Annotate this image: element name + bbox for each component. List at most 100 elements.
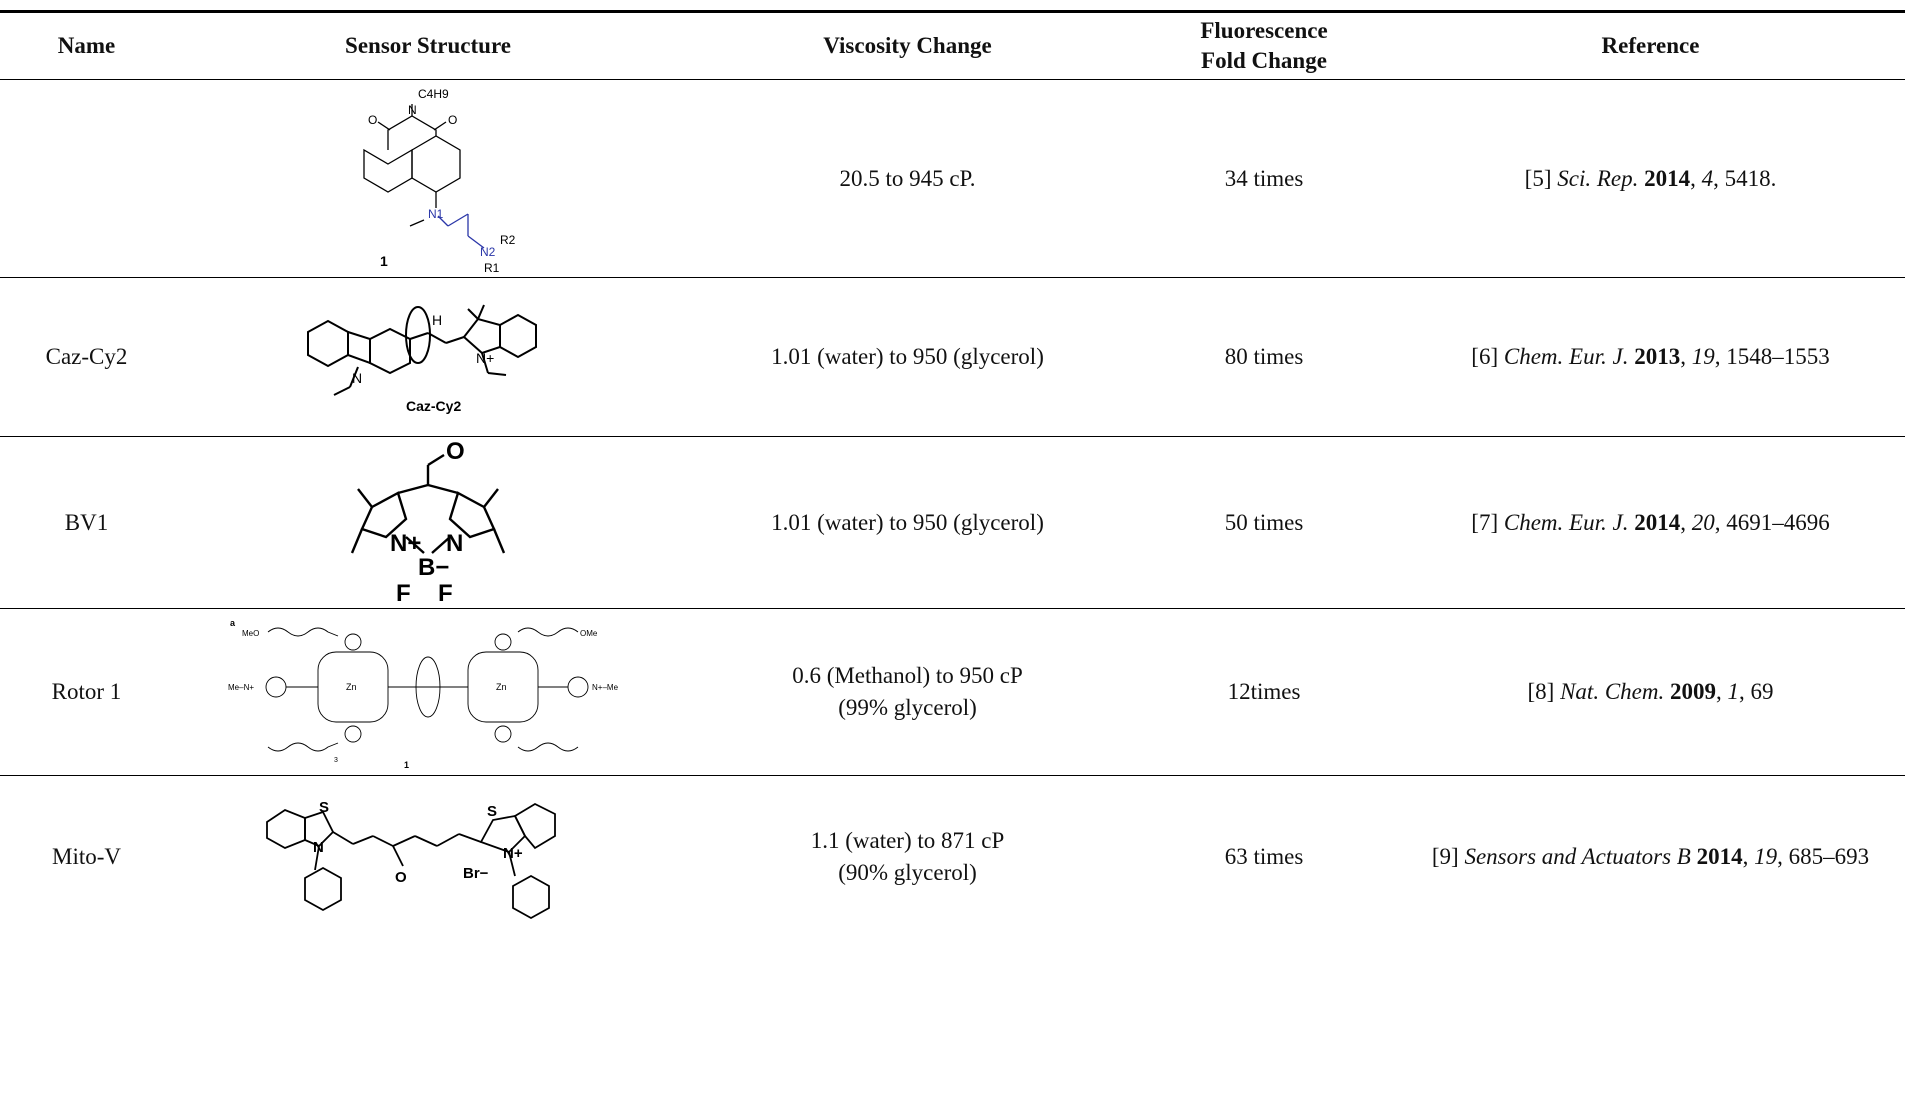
ref-number: [7] <box>1471 509 1499 535</box>
struct-label-f-right: F <box>438 580 453 605</box>
cell-fold-change: 80 times <box>1132 277 1396 437</box>
struct-label-compound-number: 1 <box>404 760 409 770</box>
ref-journal: Nat. Chem. <box>1560 679 1665 704</box>
cell-fold-change: 12times <box>1132 608 1396 776</box>
header-viscosity: Viscosity Change <box>683 10 1132 80</box>
header-fold-line2: Fold Change <box>1201 48 1327 73</box>
struct-label-r2: R2 <box>500 233 516 247</box>
viscosity-line2: (99% glycerol) <box>838 695 977 720</box>
bv1-structure-image: O N+ B− N F F <box>350 441 506 605</box>
cell-reference: [7] Chem. Eur. J. 2014, 20, 4691–4696 <box>1396 436 1905 609</box>
cell-name: Caz-Cy2 <box>0 277 173 437</box>
struct-label-zn-left: Zn <box>346 682 357 692</box>
ref-pages: 1548–1553 <box>1726 344 1830 369</box>
ref-number: [9] <box>1431 843 1459 869</box>
naphthalimide-structure-image: C4H9 N O O N1 N2 R2 R1 1 <box>363 87 516 274</box>
struct-label-o-right: O <box>448 113 457 127</box>
struct-label-zn-right: Zn <box>496 682 507 692</box>
struct-label-o: O <box>446 441 465 465</box>
ref-pages: 4691–4696 <box>1726 509 1830 535</box>
cell-viscosity: 1.01 (water) to 950 (glycerol) <box>683 277 1132 437</box>
ref-volume: 19 <box>1691 344 1715 369</box>
ref-volume: 1 <box>1727 679 1739 704</box>
cell-reference: [9] Sensors and Actuators B 2014, 19, 68… <box>1431 843 1870 869</box>
struct-label-h: H <box>432 312 442 328</box>
table-row: Mito-V <box>0 776 1905 938</box>
struct-label-n-plus-me: N+–Me <box>592 683 619 692</box>
cell-reference: [5] Sci. Rep. 2014, 4, 5418. <box>1396 79 1905 278</box>
struct-label-a: a <box>230 618 236 628</box>
struct-label-n1: N1 <box>428 207 444 221</box>
struct-label-me-n-plus: Me–N+ <box>228 683 254 692</box>
struct-label-n-plus: N+ <box>390 530 421 557</box>
struct-label-f-left: F <box>396 580 411 605</box>
cell-structure: O N+ B− N F F <box>173 436 683 609</box>
struct-label-n2: N2 <box>480 245 496 259</box>
caz-cy2-structure-image: H N N+ Caz-Cy2 <box>307 304 537 414</box>
cell-structure: a MeO OMe Me–N+ N+–Me Zn Zn 1 3 <box>173 608 683 776</box>
struct-label-b-minus: B− <box>418 554 449 581</box>
mito-v-structure-image: S N S N+ O Br− <box>266 799 556 919</box>
cell-viscosity: 0.6 (Methanol) to 950 cP (99% glycerol) <box>683 608 1132 776</box>
cell-structure: C4H9 N O O N1 N2 R2 R1 1 <box>173 79 683 278</box>
viscosity-line1: 1.1 (water) to 871 cP <box>810 827 1005 853</box>
struct-label-s-right: S <box>487 803 497 820</box>
struct-label-n-plus: N+ <box>476 350 494 366</box>
cell-viscosity: 20.5 to 945 cP. <box>683 79 1132 278</box>
ref-year: 2009 <box>1669 679 1716 704</box>
cell-reference: [6] Chem. Eur. J. 2013, 19, 1548–1553 <box>1396 277 1905 437</box>
cell-viscosity: 1.01 (water) to 950 (glycerol) <box>683 436 1132 609</box>
struct-label-s-left: S <box>319 799 329 816</box>
cell-fold-change: 50 times <box>1132 436 1396 609</box>
struct-label-br-minus: Br− <box>463 865 489 882</box>
ref-journal: Sensors and Actuators B <box>1464 843 1691 869</box>
header-fold-line1: Fluorescence <box>1200 18 1328 43</box>
header-name: Name <box>0 10 173 80</box>
struct-label-n-plus-right: N+ <box>503 845 523 862</box>
ref-number: [6] <box>1471 344 1499 369</box>
ref-year: 2014 <box>1696 843 1743 869</box>
struct-label-n: N <box>446 530 463 557</box>
struct-label-n-left: N <box>313 839 324 856</box>
struct-label-o: O <box>395 869 407 886</box>
struct-label-ome: OMe <box>580 629 598 638</box>
table-row: C4H9 N O O N1 N2 R2 R1 1 20.5 to 945 cP.… <box>0 79 1905 278</box>
cell-structure: H N N+ Caz-Cy2 <box>173 277 683 437</box>
cell-viscosity: 1.1 (water) to 871 cP (90% glycerol) <box>683 776 1132 938</box>
struct-label-n-carbazole: N <box>352 370 362 386</box>
ref-volume: 20 <box>1691 509 1715 535</box>
ref-pages: 69 <box>1750 679 1774 704</box>
viscosity-line2: (90% glycerol) <box>838 859 977 885</box>
struct-label-compound-number: 1 <box>380 253 388 269</box>
ref-journal: Chem. Eur. J. <box>1503 344 1629 369</box>
ref-number: [8] <box>1527 679 1555 704</box>
ref-journal: Sci. Rep. <box>1557 165 1639 191</box>
header-row: Name Sensor Structure Viscosity Change F… <box>0 10 1905 80</box>
cell-fold-change: 63 times <box>1224 843 1304 869</box>
struct-label-r1: R1 <box>484 261 500 274</box>
cell-name <box>0 79 173 278</box>
cell-name: Rotor 1 <box>0 608 173 776</box>
ref-pages: 5418. <box>1724 165 1777 191</box>
header-reference: Reference <box>1396 10 1905 80</box>
cell-reference: [8] Nat. Chem. 2009, 1, 69 <box>1396 608 1905 776</box>
header-structure: Sensor Structure <box>173 10 683 80</box>
ref-year: 2014 <box>1644 165 1691 191</box>
struct-label-o-left: O <box>368 113 377 127</box>
struct-label-meo: MeO <box>242 629 259 638</box>
sensor-table: Name Sensor Structure Viscosity Change F… <box>0 10 1905 938</box>
header-fold-change: Fluorescence Fold Change <box>1132 10 1396 80</box>
cell-fold-change: 34 times <box>1132 79 1396 278</box>
table-row: Rotor 1 <box>0 608 1905 776</box>
ref-volume: 4 <box>1701 165 1714 191</box>
table-row: BV1 <box>0 436 1905 609</box>
struct-label-c4h9: C4H9 <box>418 87 449 101</box>
viscosity-line1: 0.6 (Methanol) to 950 cP <box>792 663 1023 688</box>
table-row: Caz-Cy2 <box>0 277 1905 437</box>
struct-label-caz-cy2: Caz-Cy2 <box>406 398 461 414</box>
rotor1-structure-image: a MeO OMe Me–N+ N+–Me Zn Zn 1 3 <box>228 618 619 770</box>
struct-label-n: N <box>408 103 417 117</box>
ref-year: 2014 <box>1634 509 1681 535</box>
cell-structure: S N S N+ O Br− <box>173 776 683 938</box>
ref-year: 2013 <box>1634 344 1681 369</box>
